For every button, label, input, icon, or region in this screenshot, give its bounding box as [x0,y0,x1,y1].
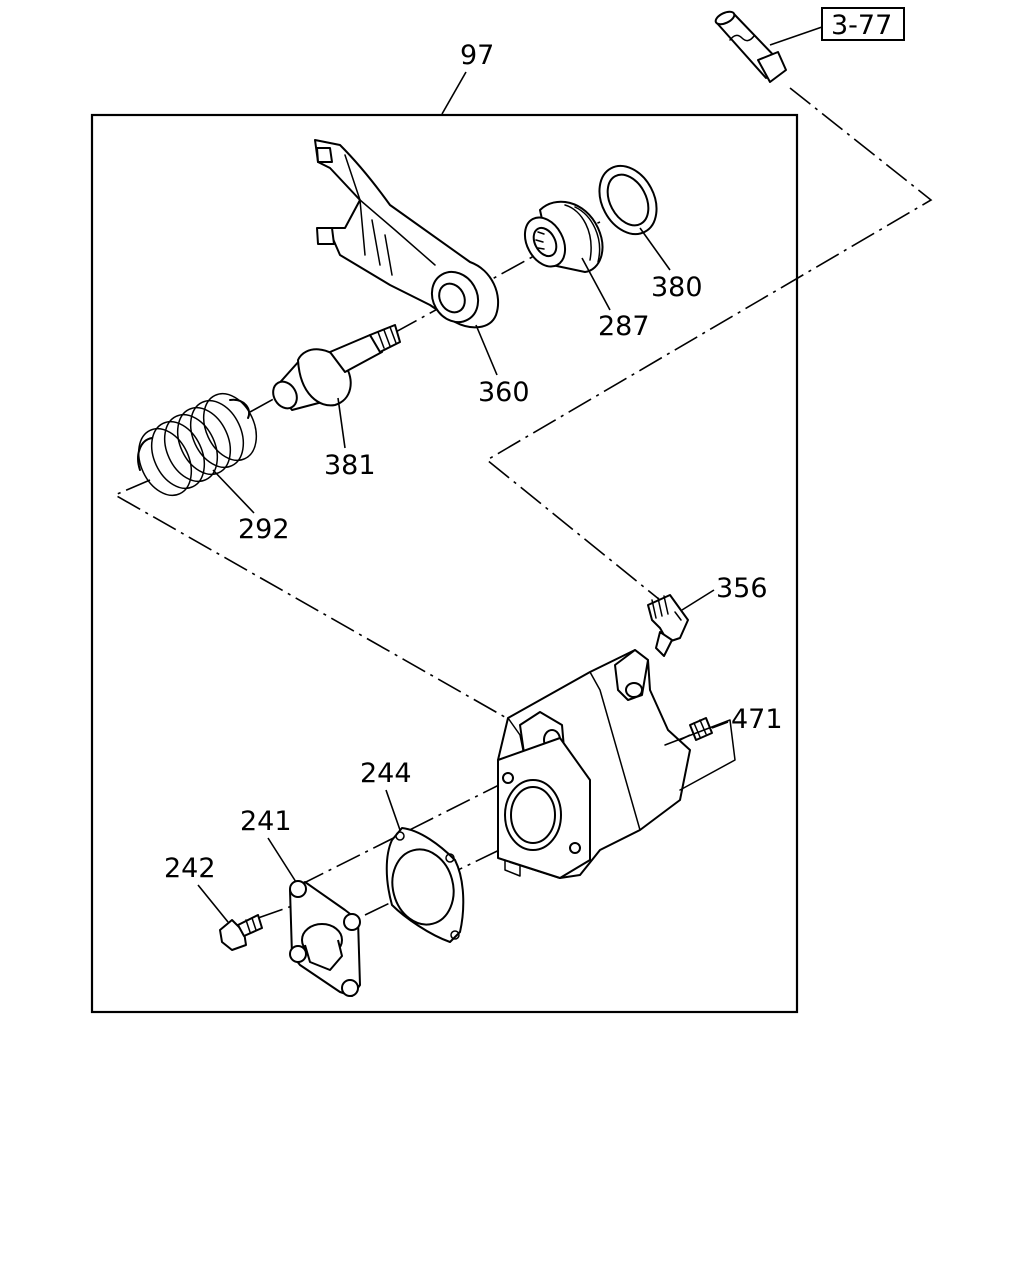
alignment-line-spring [113,479,511,721]
label-471: 471 [731,704,783,735]
callout-97[interactable]: 97 [441,40,494,115]
label-360: 360 [478,377,530,408]
label-241: 241 [240,806,292,837]
label-244: 244 [360,758,412,789]
label-356: 356 [716,573,768,604]
callout-471[interactable]: 471 [711,704,783,735]
gasket-part[interactable] [384,827,465,943]
hose-fitting-part[interactable] [714,9,787,83]
label-381: 381 [324,450,376,481]
assembly-frame [90,113,799,1014]
label-287: 287 [598,311,650,342]
bushing-part[interactable] [517,200,604,274]
bolt-part[interactable] [219,914,263,951]
coil-spring-part[interactable] [128,385,266,504]
callout-292[interactable]: 292 [212,469,290,545]
cover-plate-part[interactable] [289,880,361,997]
callout-242[interactable]: 242 [164,853,229,923]
set-screw-part[interactable] [689,717,713,741]
reference-box [821,7,905,41]
assembly-label: 97 [460,40,494,71]
callout-241[interactable]: 241 [240,806,297,883]
callout-381[interactable]: 381 [324,397,376,481]
seal-ring-part[interactable] [588,156,668,244]
callout-360[interactable]: 360 [475,324,530,408]
release-fork-part[interactable] [314,139,500,331]
alignment-line-bolt [257,904,296,919]
callout-380[interactable]: 380 [639,227,703,303]
cylinder-body-part[interactable] [497,649,736,879]
callout-356[interactable]: 356 [681,573,768,611]
callout-287[interactable]: 287 [581,257,650,342]
label-292: 292 [238,514,290,545]
label-380: 380 [651,272,703,303]
pivot-pin-part[interactable] [268,324,401,413]
callout-244[interactable]: 244 [360,758,412,831]
reference-box-label: 3-77 [831,10,892,41]
alignment-line-hose [485,87,933,601]
elbow-fitting-part[interactable] [647,594,689,657]
label-242: 242 [164,853,216,884]
reference-3-77[interactable]: 3-77 [769,7,905,46]
